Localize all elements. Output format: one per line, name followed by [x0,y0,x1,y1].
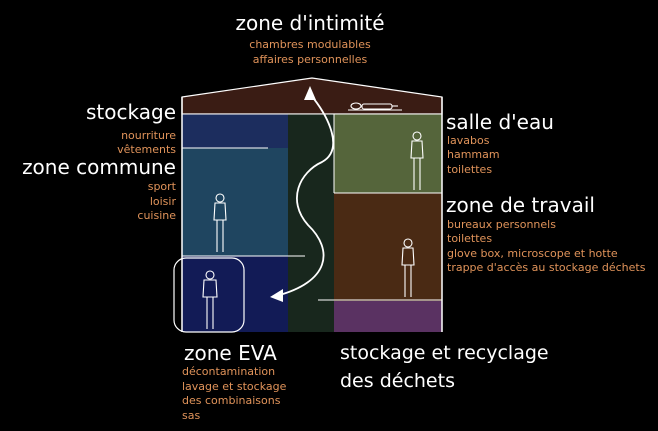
eva-item: des combinaisons [182,394,281,407]
commune-item: cuisine [137,209,176,222]
person-commune [213,193,227,252]
airlock-frame [173,257,245,333]
intimite-item: affaires personnelles [252,53,368,66]
person-travail [401,238,415,297]
travail-title: zone de travail [446,193,595,217]
salle-eau-zone [334,114,442,193]
person-lying [348,102,402,111]
stockage-title: stockage [86,100,176,124]
eva-item: sas [182,409,201,422]
central-core [288,114,334,332]
dechets-zone [334,301,442,332]
eva-zone [182,256,288,332]
intimite-item: chambres modulables [249,38,371,51]
commune-item: sport [147,180,176,193]
travail-item: toilettes [447,232,493,245]
stockage-zone [182,114,288,148]
eva-title: zone EVA [184,341,277,365]
commune-title: zone commune [22,155,176,179]
dechets-title-line: stockage et recyclage [340,342,549,364]
person-salle-eau [410,131,424,190]
travail-item: bureaux personnels [447,218,556,231]
stockage-item: vêtements [117,143,176,156]
salle-eau-item: hammam [447,148,500,161]
salle-eau-item: lavabos [447,134,490,147]
arrow-head-top [304,86,316,100]
arrow-head-bottom [270,289,283,302]
dechets-title-line: des déchets [340,370,455,392]
travail-item: trappe d'accès au stockage déchets [447,261,646,274]
commune-item: loisir [149,195,176,208]
eva-item: lavage et stockage [182,380,287,393]
commune-zone [182,148,288,256]
salle-eau-title: salle d'eau [446,110,554,134]
travail-item: glove box, microscope et hotte [447,247,618,260]
travail-zone [334,193,442,301]
intimite-title: zone d'intimité [235,11,385,35]
circulation-path [275,93,334,297]
salle-eau-item: toilettes [447,163,493,176]
person-eva [202,270,218,329]
stockage-item: nourriture [121,129,176,142]
eva-item: décontamination [182,365,276,378]
